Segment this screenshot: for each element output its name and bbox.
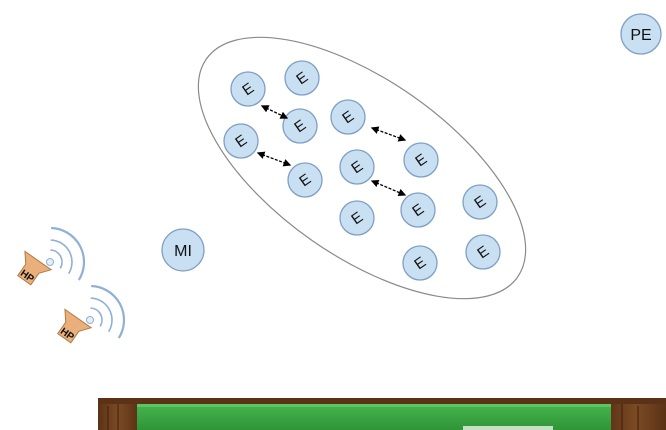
e-node-circle bbox=[462, 184, 498, 220]
e-node-circle bbox=[287, 162, 323, 198]
e-node-circle bbox=[223, 123, 259, 159]
speaker-icon: HP bbox=[57, 284, 126, 344]
e-node-circle bbox=[465, 234, 501, 270]
sound-wave bbox=[90, 307, 103, 327]
speaker-horn bbox=[57, 308, 93, 344]
speaker-icon: HP bbox=[17, 226, 86, 286]
e-node: E bbox=[287, 162, 323, 198]
e-node: E bbox=[339, 149, 375, 185]
e-node: E bbox=[230, 71, 266, 107]
bidirectional-arrow bbox=[370, 179, 407, 197]
e-node-circle bbox=[400, 192, 436, 228]
sound-wave bbox=[50, 239, 73, 275]
speaker-dot bbox=[46, 258, 54, 266]
arrows-group bbox=[256, 105, 407, 197]
e-node-circle bbox=[330, 99, 366, 135]
e-node: E bbox=[462, 184, 498, 220]
e-node-circle bbox=[339, 200, 375, 236]
speaker-horn bbox=[17, 250, 53, 286]
e-node: E bbox=[402, 245, 438, 281]
chalk-tray-piece bbox=[463, 426, 553, 430]
group-ellipse bbox=[197, 36, 527, 300]
e-node: E bbox=[282, 108, 318, 144]
sound-wave bbox=[51, 226, 86, 281]
bidirectional-arrow bbox=[370, 126, 407, 142]
blackboard-highlight bbox=[137, 404, 611, 407]
mi-node: MI bbox=[161, 228, 205, 272]
pe-node: PE bbox=[620, 13, 662, 55]
e-node: E bbox=[223, 123, 259, 159]
blackboard-frame-top bbox=[98, 398, 666, 404]
mi-node-label: MI bbox=[174, 243, 192, 260]
blackboard-surface bbox=[137, 404, 611, 430]
sound-wave bbox=[50, 249, 63, 269]
e-node-circle bbox=[230, 71, 266, 107]
sound-wave bbox=[90, 297, 113, 333]
e-node: E bbox=[403, 142, 439, 178]
e-node-circle bbox=[403, 142, 439, 178]
e-node-circle bbox=[282, 108, 318, 144]
e-node: E bbox=[400, 192, 436, 228]
e-node-circle bbox=[339, 149, 375, 185]
e-node-circle bbox=[402, 245, 438, 281]
e-node: E bbox=[330, 99, 366, 135]
pe-node-label: PE bbox=[630, 27, 651, 44]
sound-wave bbox=[91, 284, 126, 339]
e-node: E bbox=[284, 60, 320, 96]
speaker-dot bbox=[86, 316, 94, 324]
e-node-circle bbox=[284, 60, 320, 96]
blackboard bbox=[98, 398, 666, 430]
bidirectional-arrow bbox=[260, 105, 289, 119]
e-node: E bbox=[465, 234, 501, 270]
bidirectional-arrow bbox=[256, 151, 292, 167]
e-node: E bbox=[339, 200, 375, 236]
